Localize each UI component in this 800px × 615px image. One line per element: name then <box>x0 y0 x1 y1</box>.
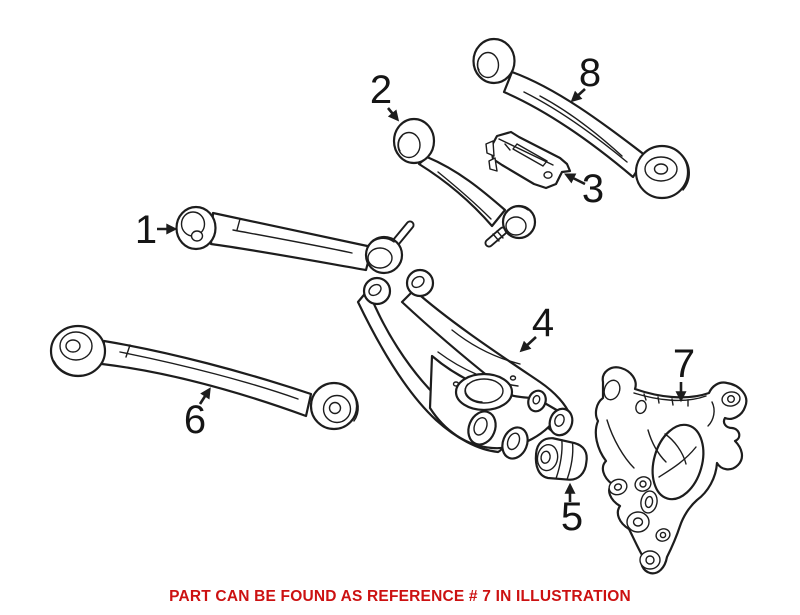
part-6-shaft <box>100 339 313 418</box>
part-3-slot <box>512 143 548 167</box>
part-5-rubber-bushing <box>534 437 588 481</box>
callout-3-number: 3 <box>582 167 604 211</box>
part-4-eye <box>527 389 547 413</box>
callout-6-arrow <box>198 387 211 405</box>
part-7-ear-hole-left <box>603 379 621 401</box>
callout-3-arrow <box>564 173 586 186</box>
part-4-rear-bushing <box>548 407 574 437</box>
part-4-bushing-b <box>501 426 529 460</box>
part-2-upper-control-arm <box>392 117 537 248</box>
callout-1: 1 <box>135 208 178 252</box>
part-6-lower-control-arm <box>49 324 359 431</box>
part-1-lateral-control-arm <box>175 205 415 275</box>
callout-7: 7 <box>673 342 695 403</box>
part-3-hole <box>543 171 553 179</box>
part-7-wheel-carrier <box>594 366 748 575</box>
part-8-trailing-arm <box>472 37 690 200</box>
part-3-tab-upper <box>485 140 495 157</box>
reference-caption: PART CAN BE FOUND AS REFERENCE # 7 IN IL… <box>169 588 631 605</box>
callout-2-arrow <box>386 107 400 122</box>
callout-2: 2 <box>370 68 400 122</box>
callout-5-number: 5 <box>561 495 583 539</box>
callout-4-arrow <box>519 336 537 353</box>
callout-2-number: 2 <box>370 68 392 112</box>
callout-4: 4 <box>519 301 554 353</box>
callout-8: 8 <box>570 51 601 103</box>
part-8-shaft <box>502 70 648 179</box>
part-3-tab-lower <box>488 157 498 172</box>
part-3-mounting-bracket <box>485 130 572 190</box>
callout-6: 6 <box>184 387 211 442</box>
callout-7-number: 7 <box>673 342 695 386</box>
callout-5: 5 <box>561 482 583 539</box>
part-4-swing-arm <box>356 268 574 460</box>
callout-1-number: 1 <box>135 208 157 252</box>
callout-3: 3 <box>564 167 604 211</box>
callout-4-number: 4 <box>532 301 554 345</box>
part-7-hub-opening <box>651 423 705 501</box>
part-2-stud-threads <box>492 230 504 242</box>
callout-6-number: 6 <box>184 398 206 442</box>
callout-8-arrow <box>570 88 586 103</box>
part-4-bushing-a <box>467 410 497 446</box>
callout-8-number: 8 <box>579 51 601 95</box>
